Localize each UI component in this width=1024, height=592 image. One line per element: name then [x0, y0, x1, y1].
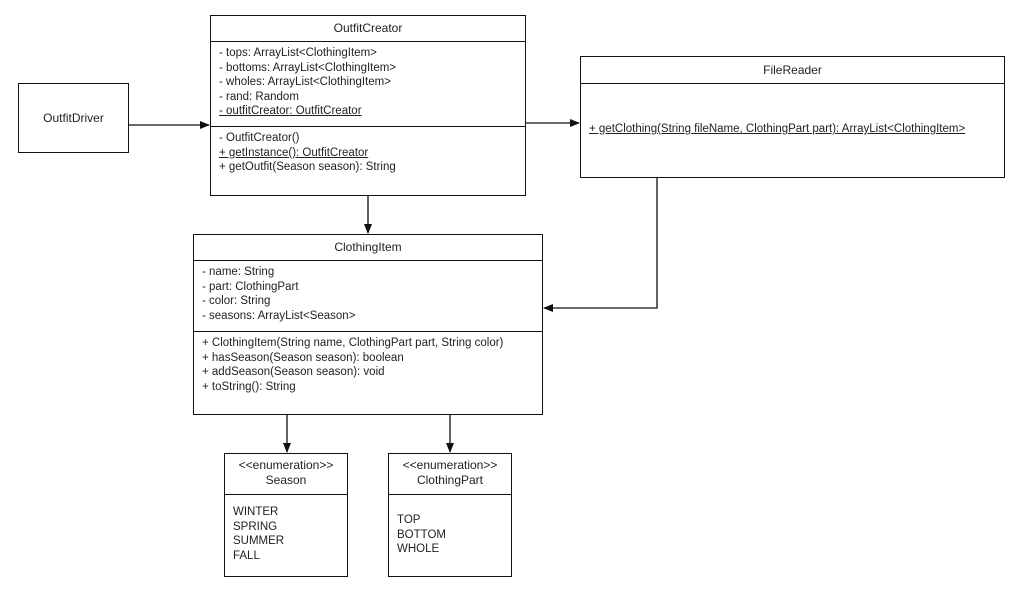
attribute: - part: ClothingPart	[202, 280, 299, 293]
method: + getOutfit(Season season): String	[219, 161, 396, 173]
file-reader-class: FileReader + getClothing(String fileName…	[580, 56, 1005, 178]
methods-section: - OutfitCreator() + getInstance(): Outfi…	[211, 126, 525, 175]
methods-section: + ClothingItem(String name, ClothingPart…	[194, 331, 542, 394]
attribute: - wholes: ArrayList<ClothingItem>	[219, 76, 391, 88]
method: - OutfitCreator()	[219, 132, 300, 144]
attributes-section: - name: String - part: ClothingPart - co…	[194, 260, 542, 331]
method: + addSeason(Season season): void	[202, 366, 385, 378]
enum-value: TOP	[397, 514, 421, 526]
enum-value: FALL	[233, 549, 260, 562]
outfit-creator-class: OutfitCreator - tops: ArrayList<Clothing…	[210, 15, 526, 196]
class-name: FileReader	[763, 63, 822, 77]
values-section: TOP BOTTOM WHOLE	[389, 494, 511, 557]
clothing-part-enum: <<enumeration>> ClothingPart TOP BOTTOM …	[388, 453, 512, 577]
attributes-section: - tops: ArrayList<ClothingItem> - bottom…	[211, 41, 525, 126]
static-attribute: - outfitCreator: OutfitCreator	[219, 105, 362, 117]
enum-value: WHOLE	[397, 543, 440, 555]
methods-section: + getClothing(String fileName, ClothingP…	[581, 83, 1004, 177]
attribute: - color: String	[202, 295, 271, 307]
attribute: - rand: Random	[219, 90, 299, 103]
attribute: - tops: ArrayList<ClothingItem>	[219, 47, 377, 59]
method: + toString(): String	[202, 380, 296, 393]
static-method: + getInstance(): OutfitCreator	[219, 146, 369, 159]
enum-value: SPRING	[233, 520, 278, 533]
values-section: WINTER SPRING SUMMER FALL	[225, 494, 347, 563]
enum-value: SUMMER	[233, 535, 285, 547]
clothing-item-class: ClothingItem - name: String - part: Clot…	[193, 234, 543, 415]
enum-header: <<enumeration>> ClothingPart	[389, 454, 511, 494]
enum-value: BOTTOM	[397, 528, 446, 541]
class-name: Season	[265, 473, 307, 487]
filereader-to-clothingitem-arrow	[543, 178, 658, 312]
class-name: ClothingItem	[334, 240, 402, 254]
outfit-driver-class: OutfitDriver	[18, 83, 129, 153]
season-enum: <<enumeration>> Season WINTER SPRING SUM…	[224, 453, 348, 577]
static-method: + getClothing(String fileName, ClothingP…	[589, 123, 966, 135]
class-name: ClothingPart	[416, 473, 484, 487]
attribute: - seasons: ArrayList<Season>	[202, 309, 356, 322]
class-name: OutfitDriver	[43, 111, 104, 125]
method: + hasSeason(Season season): boolean	[202, 351, 404, 364]
class-name: OutfitCreator	[333, 21, 403, 35]
enum-header: <<enumeration>> Season	[225, 454, 347, 494]
method: + ClothingItem(String name, ClothingPart…	[202, 337, 504, 349]
attribute: - name: String	[202, 266, 275, 278]
stereotype-label: <<enumeration>>	[238, 458, 334, 472]
attribute: - bottoms: ArrayList<ClothingItem>	[219, 61, 397, 74]
stereotype-label: <<enumeration>>	[402, 458, 498, 472]
enum-value: WINTER	[233, 506, 279, 518]
